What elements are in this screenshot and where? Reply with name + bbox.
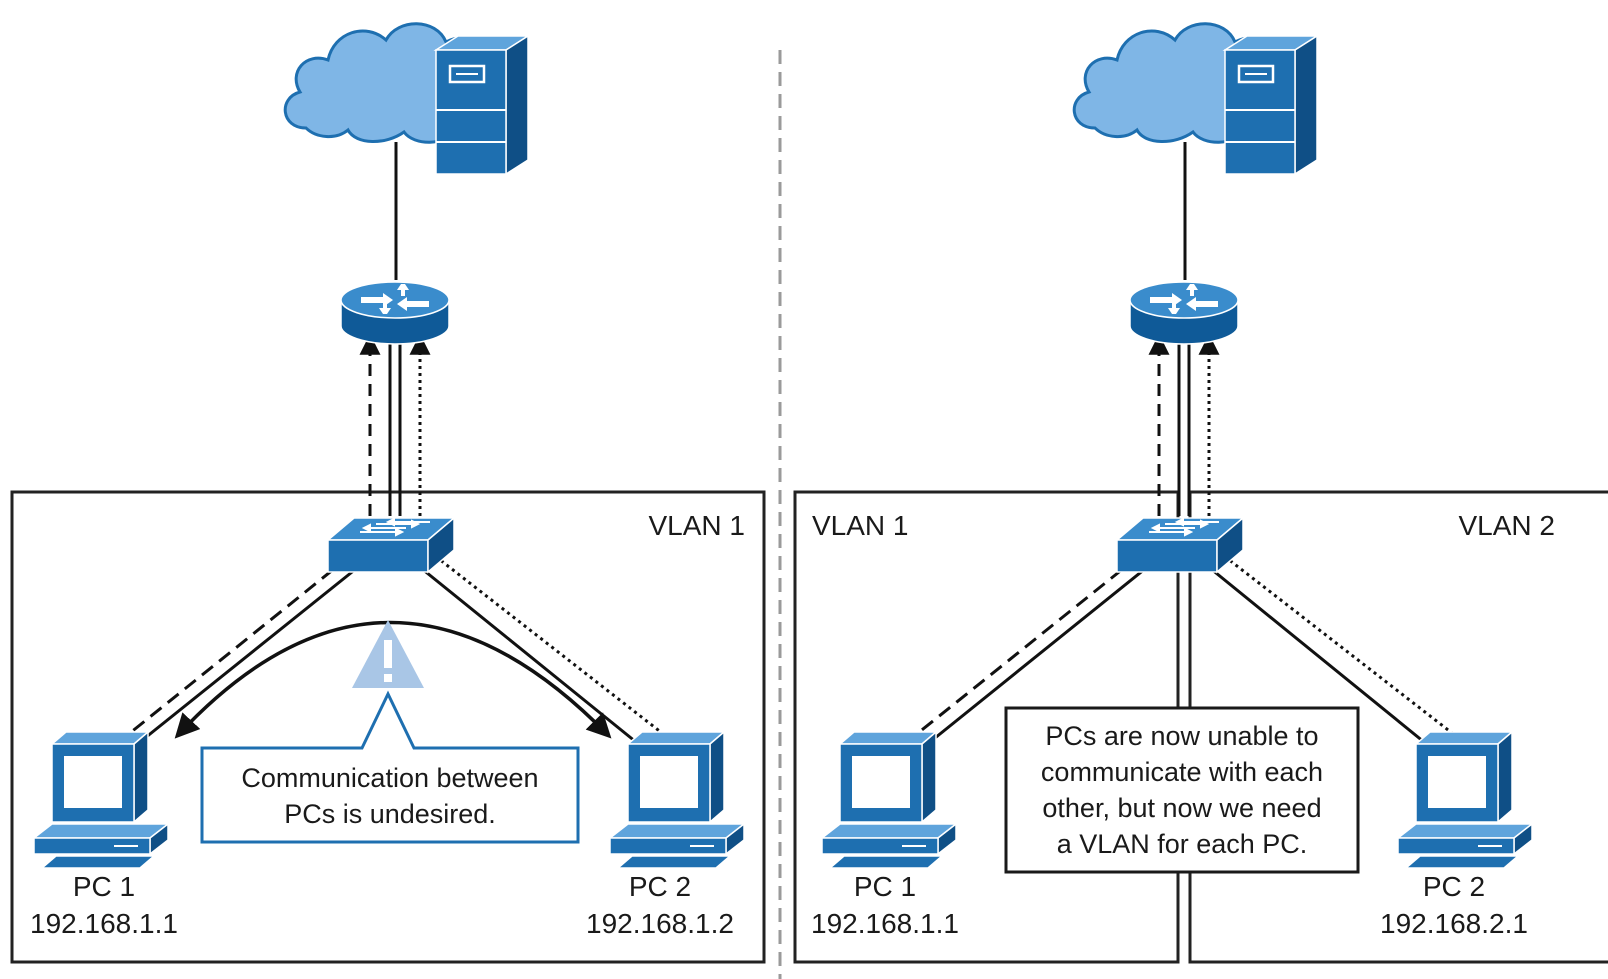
switch-icon-right [1116,517,1244,573]
right-callout-line3: other, but now we need [1042,793,1321,823]
right-callout-line2: communicate with each [1041,757,1323,787]
pc1-ip-right: 192.168.1.1 [811,908,959,939]
exclamation-triangle-icon [352,620,424,688]
vlan1-box [10,490,766,964]
pc2-ip: 192.168.1.2 [586,908,734,939]
right-callout-line1: PCs are now unable to [1045,721,1318,751]
right-callout-box [1004,706,1360,874]
left-callout-box [200,690,580,844]
cloud-icon [283,22,530,176]
pc2-ip-right: 192.168.2.1 [1380,908,1528,939]
pc1-name-right: PC 1 [854,871,916,902]
pc2-name: PC 2 [629,871,691,902]
cloud-icon-right [1072,22,1319,176]
pc2-icon-right [1397,731,1533,869]
pc1-icon-right [821,731,957,869]
pc2-icon [609,731,745,869]
right-panel: VLAN 1 VLAN 2 PCs are now unable to comm… [793,22,1608,964]
left-callout-line1: Communication between [241,763,538,793]
pc1-name: PC 1 [73,871,135,902]
left-panel: VLAN 1 Communication between PCs is unde… [10,22,766,964]
switch-icon [327,517,455,573]
left-callout-line2: PCs is undesired. [284,799,496,829]
vlan1-label: VLAN 1 [649,510,746,541]
right-callout-line4: a VLAN for each PC. [1057,829,1308,859]
vlan1-label-right: VLAN 1 [812,510,909,541]
router-icon-right [1129,281,1239,345]
pc2-name-right: PC 2 [1423,871,1485,902]
router-icon [340,281,450,345]
vlan2-label: VLAN 2 [1459,510,1556,541]
pc1-icon [33,731,169,869]
pc1-ip: 192.168.1.1 [30,908,178,939]
